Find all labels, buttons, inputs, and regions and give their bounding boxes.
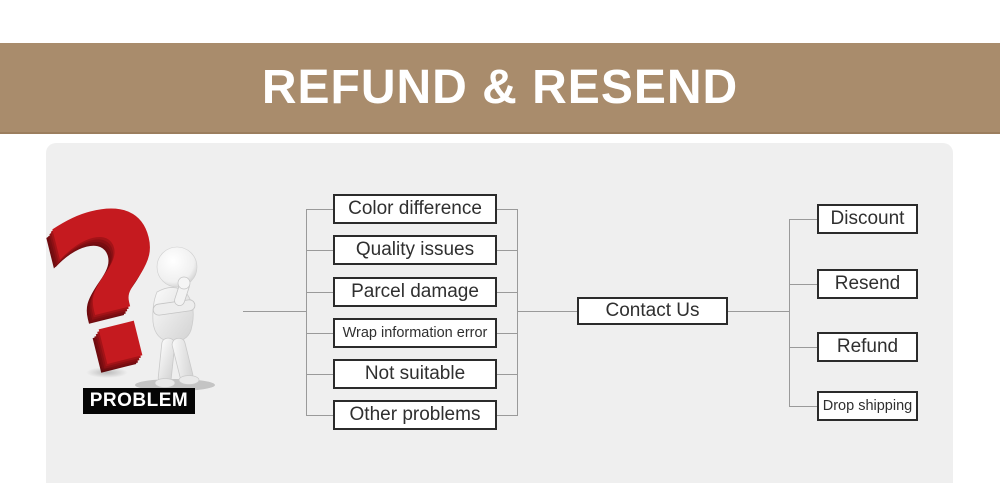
question-mark-dot-shadow xyxy=(86,367,128,378)
connector-stub xyxy=(497,209,517,210)
banner: REFUND & RESEND xyxy=(0,43,1000,134)
connector-stub xyxy=(497,292,517,293)
connector-contact-to-bus xyxy=(728,311,789,312)
connector-stub xyxy=(306,415,333,416)
problem-box-not-suitable: Not suitable xyxy=(333,359,497,389)
problem-box-other-problems: Other problems xyxy=(333,400,497,430)
solution-box-refund: Refund xyxy=(817,332,918,362)
connector-right-bus xyxy=(789,219,790,407)
problem-box-quality-issues: Quality issues xyxy=(333,235,497,265)
connector-stub xyxy=(789,406,817,407)
connector-stub xyxy=(497,374,517,375)
connector-mid-bus xyxy=(517,209,518,416)
solution-box-drop-shipping: Drop shipping xyxy=(817,391,918,421)
connector-stub xyxy=(497,250,517,251)
connector-stub xyxy=(306,292,333,293)
contact-us-box: Contact Us xyxy=(577,297,728,325)
problem-box-color-difference: Color difference xyxy=(333,194,497,224)
thinking-person-icon xyxy=(135,246,215,391)
connector-stub xyxy=(306,209,333,210)
connector-stub xyxy=(789,347,817,348)
connector-stub xyxy=(306,333,333,334)
banner-title: REFUND & RESEND xyxy=(261,60,739,114)
connector-left-bus xyxy=(306,209,307,416)
connector-stub xyxy=(497,333,517,334)
problem-box-parcel-damage: Parcel damage xyxy=(333,277,497,307)
connector-figure-to-bus xyxy=(243,311,306,312)
connector-stub xyxy=(789,219,817,220)
connector-stub xyxy=(306,374,333,375)
problem-label: PROBLEM xyxy=(83,388,195,414)
connector-stub xyxy=(789,284,817,285)
problem-box-wrap-information-error: Wrap information error xyxy=(333,318,497,348)
connector-stub xyxy=(306,250,333,251)
connector-bus-to-contact xyxy=(517,311,577,312)
solution-box-discount: Discount xyxy=(817,204,918,234)
solution-box-resend: Resend xyxy=(817,269,918,299)
connector-stub xyxy=(497,415,517,416)
flowchart-panel xyxy=(46,143,953,483)
